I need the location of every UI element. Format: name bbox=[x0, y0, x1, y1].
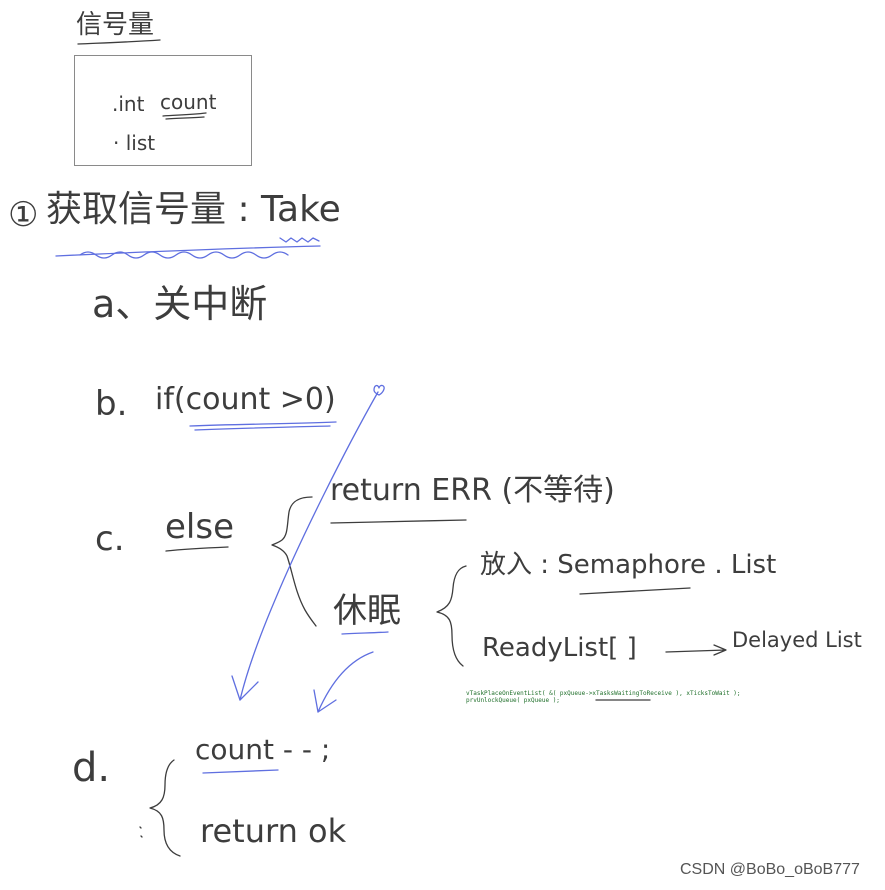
semaphore-struct-box bbox=[74, 55, 252, 166]
step-d-return-ok: return ok bbox=[200, 812, 347, 850]
ready-to-delayed-arrow bbox=[665, 644, 727, 656]
code-line-1: vTaskPlaceOnEventList( &( pxQueue->xTask… bbox=[466, 690, 741, 697]
return-err-underline bbox=[330, 519, 467, 524]
sleep-delayed-list: Delayed List bbox=[732, 628, 862, 652]
csdn-watermark: CSDN @BoBo_oBoB777 bbox=[680, 861, 860, 878]
arrow-origin-mark bbox=[373, 384, 385, 396]
branch-return-err: return ERR (不等待) bbox=[330, 473, 615, 508]
take-straight-underline bbox=[55, 245, 321, 257]
step-number: ① bbox=[8, 195, 39, 235]
struct-field-int-prefix: .int bbox=[112, 92, 145, 116]
branch-sleep: 休眠 bbox=[333, 591, 401, 631]
else-underline bbox=[165, 546, 229, 552]
condition-underline bbox=[189, 421, 337, 431]
step-c-keyword: else bbox=[165, 507, 234, 547]
step-d-decrement: count - - ; bbox=[195, 733, 331, 766]
step-take-label: 获取信号量 : Take bbox=[46, 189, 341, 230]
condition-to-d-arrowhead bbox=[231, 675, 259, 701]
sleep-ready-list: ReadyList[ ] bbox=[482, 633, 637, 663]
d-stray-dots bbox=[139, 826, 143, 838]
condition-to-d-arrow bbox=[239, 391, 379, 701]
code-line-2: prvUnlockQueue( pxQueue ); bbox=[466, 697, 560, 704]
sleep-put-into-list: 放入 : Semaphore . List bbox=[480, 550, 777, 580]
step-a-text: a、关中断 bbox=[92, 282, 268, 326]
sleep-underline bbox=[341, 631, 389, 635]
d-brace bbox=[149, 759, 181, 857]
semaphore-underline bbox=[579, 587, 691, 595]
sleep-to-d-arrow bbox=[317, 651, 374, 713]
heading-underline bbox=[77, 39, 161, 45]
struct-field-int-name: count bbox=[160, 90, 217, 114]
step-c-marker: c. bbox=[95, 519, 125, 559]
struct-field-list: · list bbox=[113, 131, 156, 155]
take-scribble bbox=[279, 237, 320, 243]
step-b-condition: if(count >0) bbox=[155, 382, 336, 417]
decrement-underline bbox=[202, 769, 279, 774]
sleep-to-d-arrowhead bbox=[313, 689, 337, 713]
step-d-marker: d. bbox=[72, 745, 111, 791]
sleep-brace bbox=[436, 565, 467, 667]
else-brace bbox=[271, 496, 317, 627]
take-wavy-underline bbox=[79, 251, 289, 259]
heading-title: 信号量 bbox=[76, 10, 155, 40]
step-b-marker: b. bbox=[95, 384, 128, 424]
